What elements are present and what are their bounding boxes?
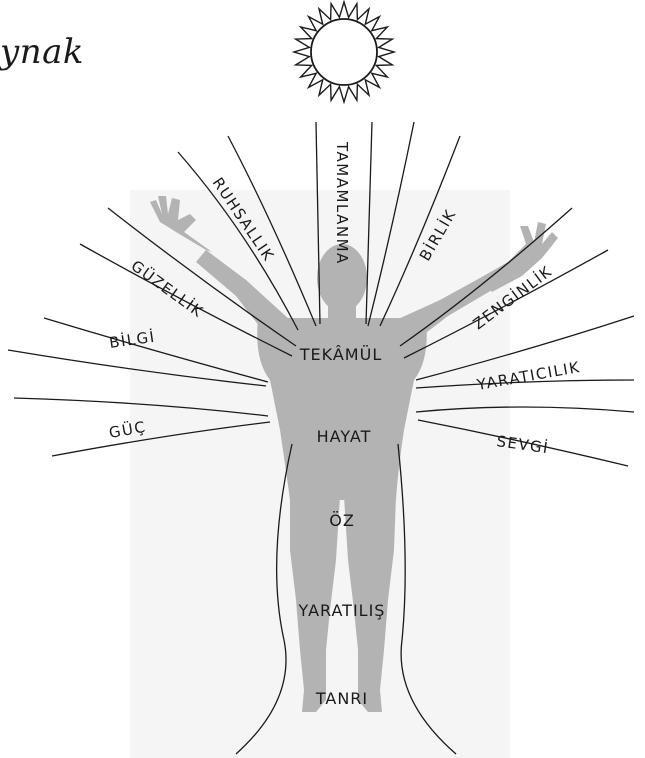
sun-icon — [294, 2, 394, 102]
body-label-2: HAYAT — [317, 427, 372, 446]
body-label-1: TEKÂMÜL — [299, 345, 382, 364]
body-label-3: ÖZ — [329, 511, 355, 530]
body-label-4: YARATILIŞ — [298, 601, 386, 620]
ray-label-top: TAMAMLANMA — [333, 141, 351, 265]
body-label-5: TANRI — [315, 689, 368, 708]
